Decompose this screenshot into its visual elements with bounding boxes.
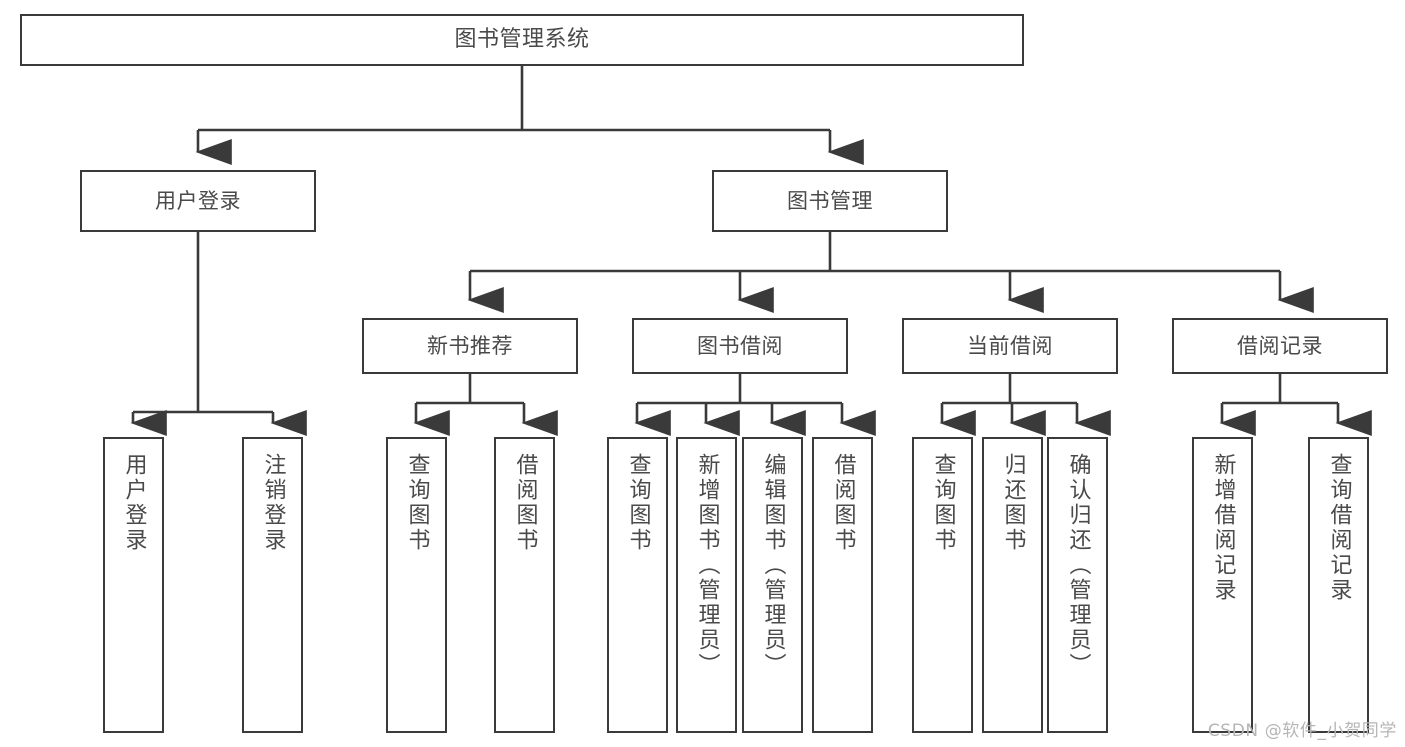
- node-label: 确认归还（管理员）: [1065, 453, 1091, 678]
- leaf-add-borrow-record[interactable]: 新增借阅记录: [1192, 437, 1253, 733]
- leaf-query-borrow-record[interactable]: 查询借阅记录: [1308, 437, 1369, 733]
- node-label: 查询借阅记录: [1326, 453, 1352, 603]
- node-label: 用户登录: [121, 453, 147, 553]
- node-user-login[interactable]: 用户登录: [80, 170, 316, 232]
- leaf-borrow-book-recommend[interactable]: 借阅图书: [494, 437, 555, 733]
- node-label: 新增借阅记录: [1210, 453, 1236, 603]
- watermark-text: CSDN @软件_小贺同学: [1207, 721, 1397, 741]
- node-label: 查询图书: [930, 453, 956, 553]
- node-label: 当前借阅: [967, 333, 1053, 358]
- node-label: 新增图书（管理员）: [694, 453, 720, 678]
- leaf-query-book-borrow[interactable]: 查询图书: [607, 437, 668, 733]
- node-label: 图书借阅: [697, 333, 783, 358]
- node-root-system[interactable]: 图书管理系统: [20, 14, 1024, 66]
- node-label: 新书推荐: [427, 333, 513, 358]
- node-label: 查询图书: [404, 453, 430, 553]
- node-label: 借阅图书: [830, 453, 856, 553]
- node-label: 借阅记录: [1237, 333, 1323, 358]
- leaf-edit-book-admin[interactable]: 编辑图书（管理员）: [742, 437, 803, 733]
- node-label: 用户登录: [155, 188, 241, 213]
- leaf-logout[interactable]: 注销登录: [242, 437, 303, 733]
- node-new-book-recommend[interactable]: 新书推荐: [362, 318, 578, 374]
- leaf-query-book-current[interactable]: 查询图书: [912, 437, 973, 733]
- node-book-manage[interactable]: 图书管理: [712, 170, 948, 232]
- leaf-user-login[interactable]: 用户登录: [103, 437, 164, 733]
- node-book-borrow[interactable]: 图书借阅: [632, 318, 848, 374]
- node-current-borrow[interactable]: 当前借阅: [902, 318, 1118, 374]
- node-label: 查询图书: [625, 453, 651, 553]
- leaf-borrow-book[interactable]: 借阅图书: [812, 437, 873, 733]
- node-label: 编辑图书（管理员）: [760, 453, 786, 678]
- node-label: 图书管理系统: [454, 27, 590, 53]
- leaf-add-book-admin[interactable]: 新增图书（管理员）: [676, 437, 737, 733]
- leaf-confirm-return-admin[interactable]: 确认归还（管理员）: [1047, 437, 1108, 733]
- node-label: 借阅图书: [512, 453, 538, 553]
- node-borrow-record[interactable]: 借阅记录: [1172, 318, 1388, 374]
- leaf-return-book[interactable]: 归还图书: [982, 437, 1043, 733]
- leaf-query-book-recommend[interactable]: 查询图书: [386, 437, 447, 733]
- node-label: 图书管理: [787, 188, 873, 213]
- node-label: 归还图书: [1000, 453, 1026, 553]
- node-label: 注销登录: [260, 453, 286, 553]
